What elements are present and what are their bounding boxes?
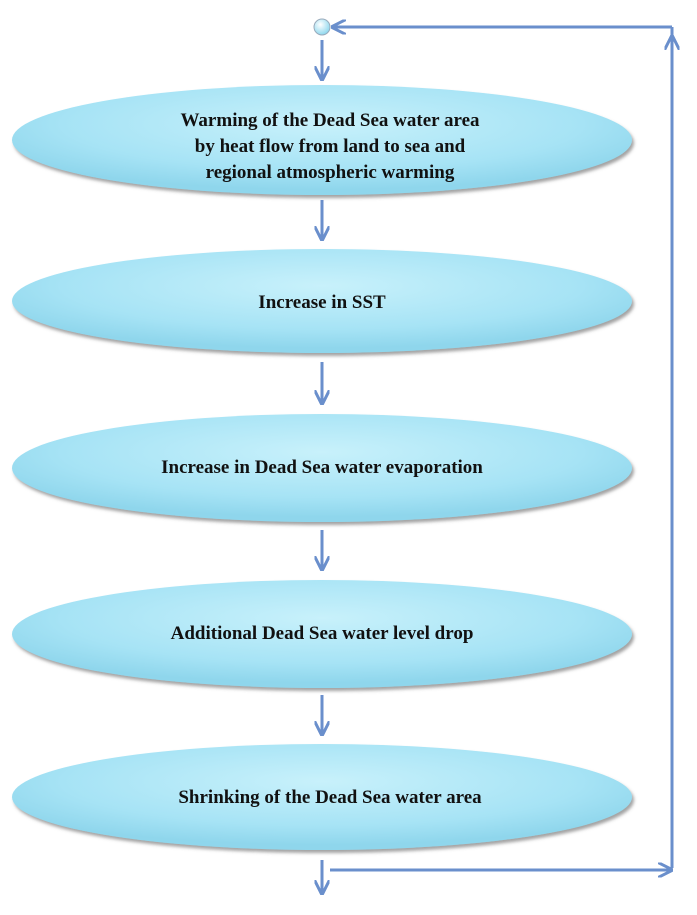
step-text-line: Increase in Dead Sea water evaporation bbox=[161, 457, 483, 478]
step-ellipse bbox=[12, 249, 632, 353]
step-evaporation-increase: Increase in Dead Sea water evaporation bbox=[12, 414, 632, 522]
step-text-line: Increase in SST bbox=[258, 292, 386, 313]
step-ellipse bbox=[12, 744, 632, 850]
step-text-line: Shrinking of the Dead Sea water area bbox=[178, 787, 482, 808]
step-ellipse bbox=[12, 580, 632, 688]
step-text-line: regional atmospheric warming bbox=[206, 162, 455, 183]
step-ellipse bbox=[12, 85, 632, 195]
step-ellipse bbox=[12, 414, 632, 522]
step-text-line: Warming of the Dead Sea water area bbox=[180, 110, 480, 131]
step-text-line: by heat flow from land to sea and bbox=[195, 136, 466, 157]
step-sst-increase: Increase in SST bbox=[12, 249, 632, 353]
step-area-shrinking: Shrinking of the Dead Sea water area bbox=[12, 744, 632, 850]
step-warming: Warming of the Dead Sea water area by he… bbox=[12, 85, 632, 195]
step-text-line: Additional Dead Sea water level drop bbox=[171, 623, 474, 644]
start-node bbox=[313, 18, 331, 36]
step-level-drop: Additional Dead Sea water level drop bbox=[12, 580, 632, 688]
